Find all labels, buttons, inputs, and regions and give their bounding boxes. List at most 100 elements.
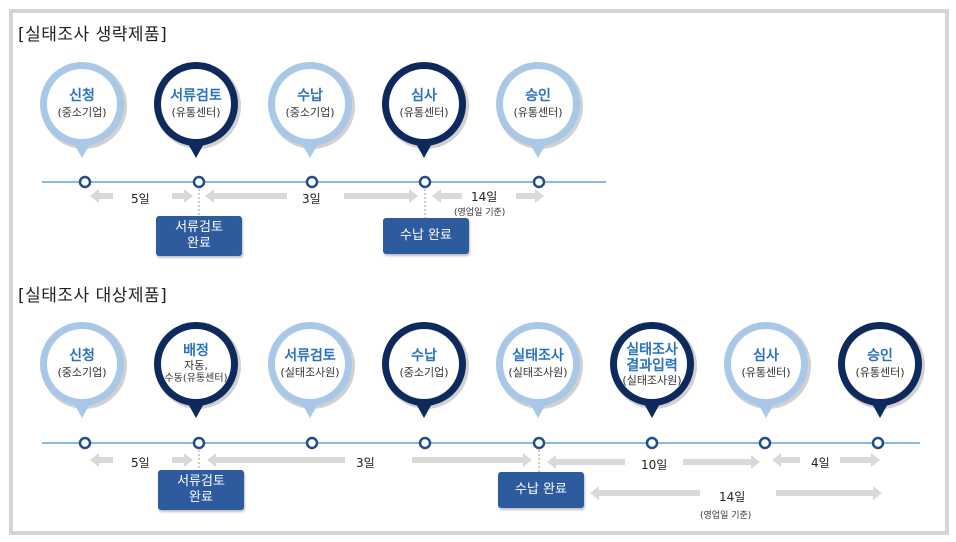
duration-arrow (547, 455, 625, 469)
milestone-document-review-complete: 서류검토 완료 (156, 216, 242, 256)
duration-label: 14일 (471, 190, 498, 204)
step-actor: (중소기업) (57, 106, 107, 119)
pin-shape (496, 322, 583, 418)
step-title-line2: 결과입력 (626, 357, 678, 374)
duration-label: 4일 (811, 456, 830, 470)
section-heading-target: [실태조사 대상제품] (18, 286, 168, 306)
step-actor: (유통센터) (741, 366, 791, 379)
timeline-node (78, 175, 92, 189)
duration-arrow (772, 453, 800, 467)
pin-face (389, 329, 459, 399)
pin-face (845, 329, 915, 399)
pin-face (275, 69, 345, 139)
duration-arrow (172, 453, 193, 467)
section-heading-omitted: [실태조사 생략제품] (18, 25, 168, 45)
duration-label: 5일 (131, 192, 150, 206)
pin-shape (268, 62, 355, 158)
pin-face (503, 69, 573, 139)
duration-note: (영업일 기준) (454, 208, 506, 218)
duration-arrow (432, 189, 462, 203)
timeline-node (78, 436, 92, 450)
duration-arrow (590, 486, 700, 500)
pin-face (161, 329, 231, 399)
pin-shape (724, 322, 811, 418)
step-title: 신청 (69, 88, 95, 104)
pin-shape (382, 62, 469, 158)
pin-shape (382, 322, 469, 418)
timeline-node (192, 175, 206, 189)
timeline-node (418, 436, 432, 450)
pin-face (275, 329, 345, 399)
step-title: 배정 (183, 343, 209, 359)
duration-label: 10일 (641, 458, 668, 472)
timeline-node (305, 175, 319, 189)
pin-shape (610, 322, 697, 418)
timeline-node (645, 436, 659, 450)
step-actor: (유통센터) (171, 106, 221, 119)
duration-arrow (172, 189, 193, 203)
step-bubble-evaluation: 심사 (유통센터) (724, 322, 816, 418)
timeline-node (871, 436, 885, 450)
pin-shape (40, 322, 127, 418)
duration-arrow (776, 486, 882, 500)
pin-shape (496, 62, 583, 158)
duration-arrow (840, 453, 880, 467)
step-bubble-apply: 신청(중소기업) (40, 322, 132, 418)
step-actor: (중소기업) (57, 366, 107, 379)
step-actor: (유통센터) (399, 106, 449, 119)
step-bubble-document-review: 서류검토(실태조사원) (268, 322, 360, 418)
duration-label: 3일 (302, 192, 321, 206)
duration-label: 5일 (131, 456, 150, 470)
step-actor: (실태조사원) (508, 366, 568, 379)
step-actor: (중소기업) (285, 106, 335, 119)
step-title: 실태조사 (512, 348, 564, 364)
step-actor: 자동, (184, 359, 208, 372)
step-bubble-approval: 승인(유통센터) (496, 62, 588, 158)
timeline-node (305, 436, 319, 450)
timeline-node (192, 436, 206, 450)
pin-shape (154, 322, 241, 418)
duration-arrow (90, 453, 113, 467)
step-bubble-payment: 수납 (중소기업) (268, 62, 360, 158)
step-actor: (중소기업) (399, 366, 449, 379)
duration-arrow (683, 455, 760, 469)
pin-face (161, 69, 231, 139)
step-actor: (유통센터) (513, 106, 563, 119)
milestone-payment-complete: 수납 완료 (383, 218, 469, 254)
timeline-node (418, 175, 432, 189)
step-title: 수납 (411, 348, 437, 364)
step-title: 심사 (411, 88, 437, 104)
step-title: 서류검토 (284, 348, 336, 364)
milestone-payment-complete: 수납 완료 (498, 472, 584, 508)
step-title: 수납 (297, 88, 323, 104)
step-actor: (유통센터) (855, 366, 905, 379)
duration-arrow (205, 189, 287, 203)
step-title: 승인 (867, 348, 893, 364)
pin-face (731, 329, 801, 399)
pin-shape (268, 322, 355, 418)
duration-label: 14일 (719, 490, 746, 504)
pin-face (47, 69, 117, 139)
step-bubble-apply: 신청 (중소기업) (40, 62, 132, 158)
step-title: 심사 (753, 348, 779, 364)
duration-arrow (412, 453, 532, 467)
timeline-node (532, 436, 546, 450)
timeline-node (758, 436, 772, 450)
pin-face (389, 69, 459, 139)
step-actor: (실태조사원) (622, 373, 682, 387)
duration-label: 3일 (356, 456, 375, 470)
pin-shape (154, 62, 241, 158)
step-title: 서류검토 (170, 88, 222, 104)
duration-arrow (207, 453, 345, 467)
duration-arrow (516, 189, 544, 203)
step-bubble-evaluation: 심사 (유통센터) (382, 62, 474, 158)
duration-arrow (344, 189, 418, 203)
step-bubble-field-survey: 실태조사 (실태조사원) (496, 322, 588, 418)
duration-arrow (90, 189, 113, 203)
step-bubble-approval: 승인 (유통센터) (838, 322, 930, 418)
pin-face (503, 329, 573, 399)
step-bubble-payment: 수납 (중소기업) (382, 322, 474, 418)
step-bubble-document-review: 서류검토 (유통센터) (154, 62, 246, 158)
